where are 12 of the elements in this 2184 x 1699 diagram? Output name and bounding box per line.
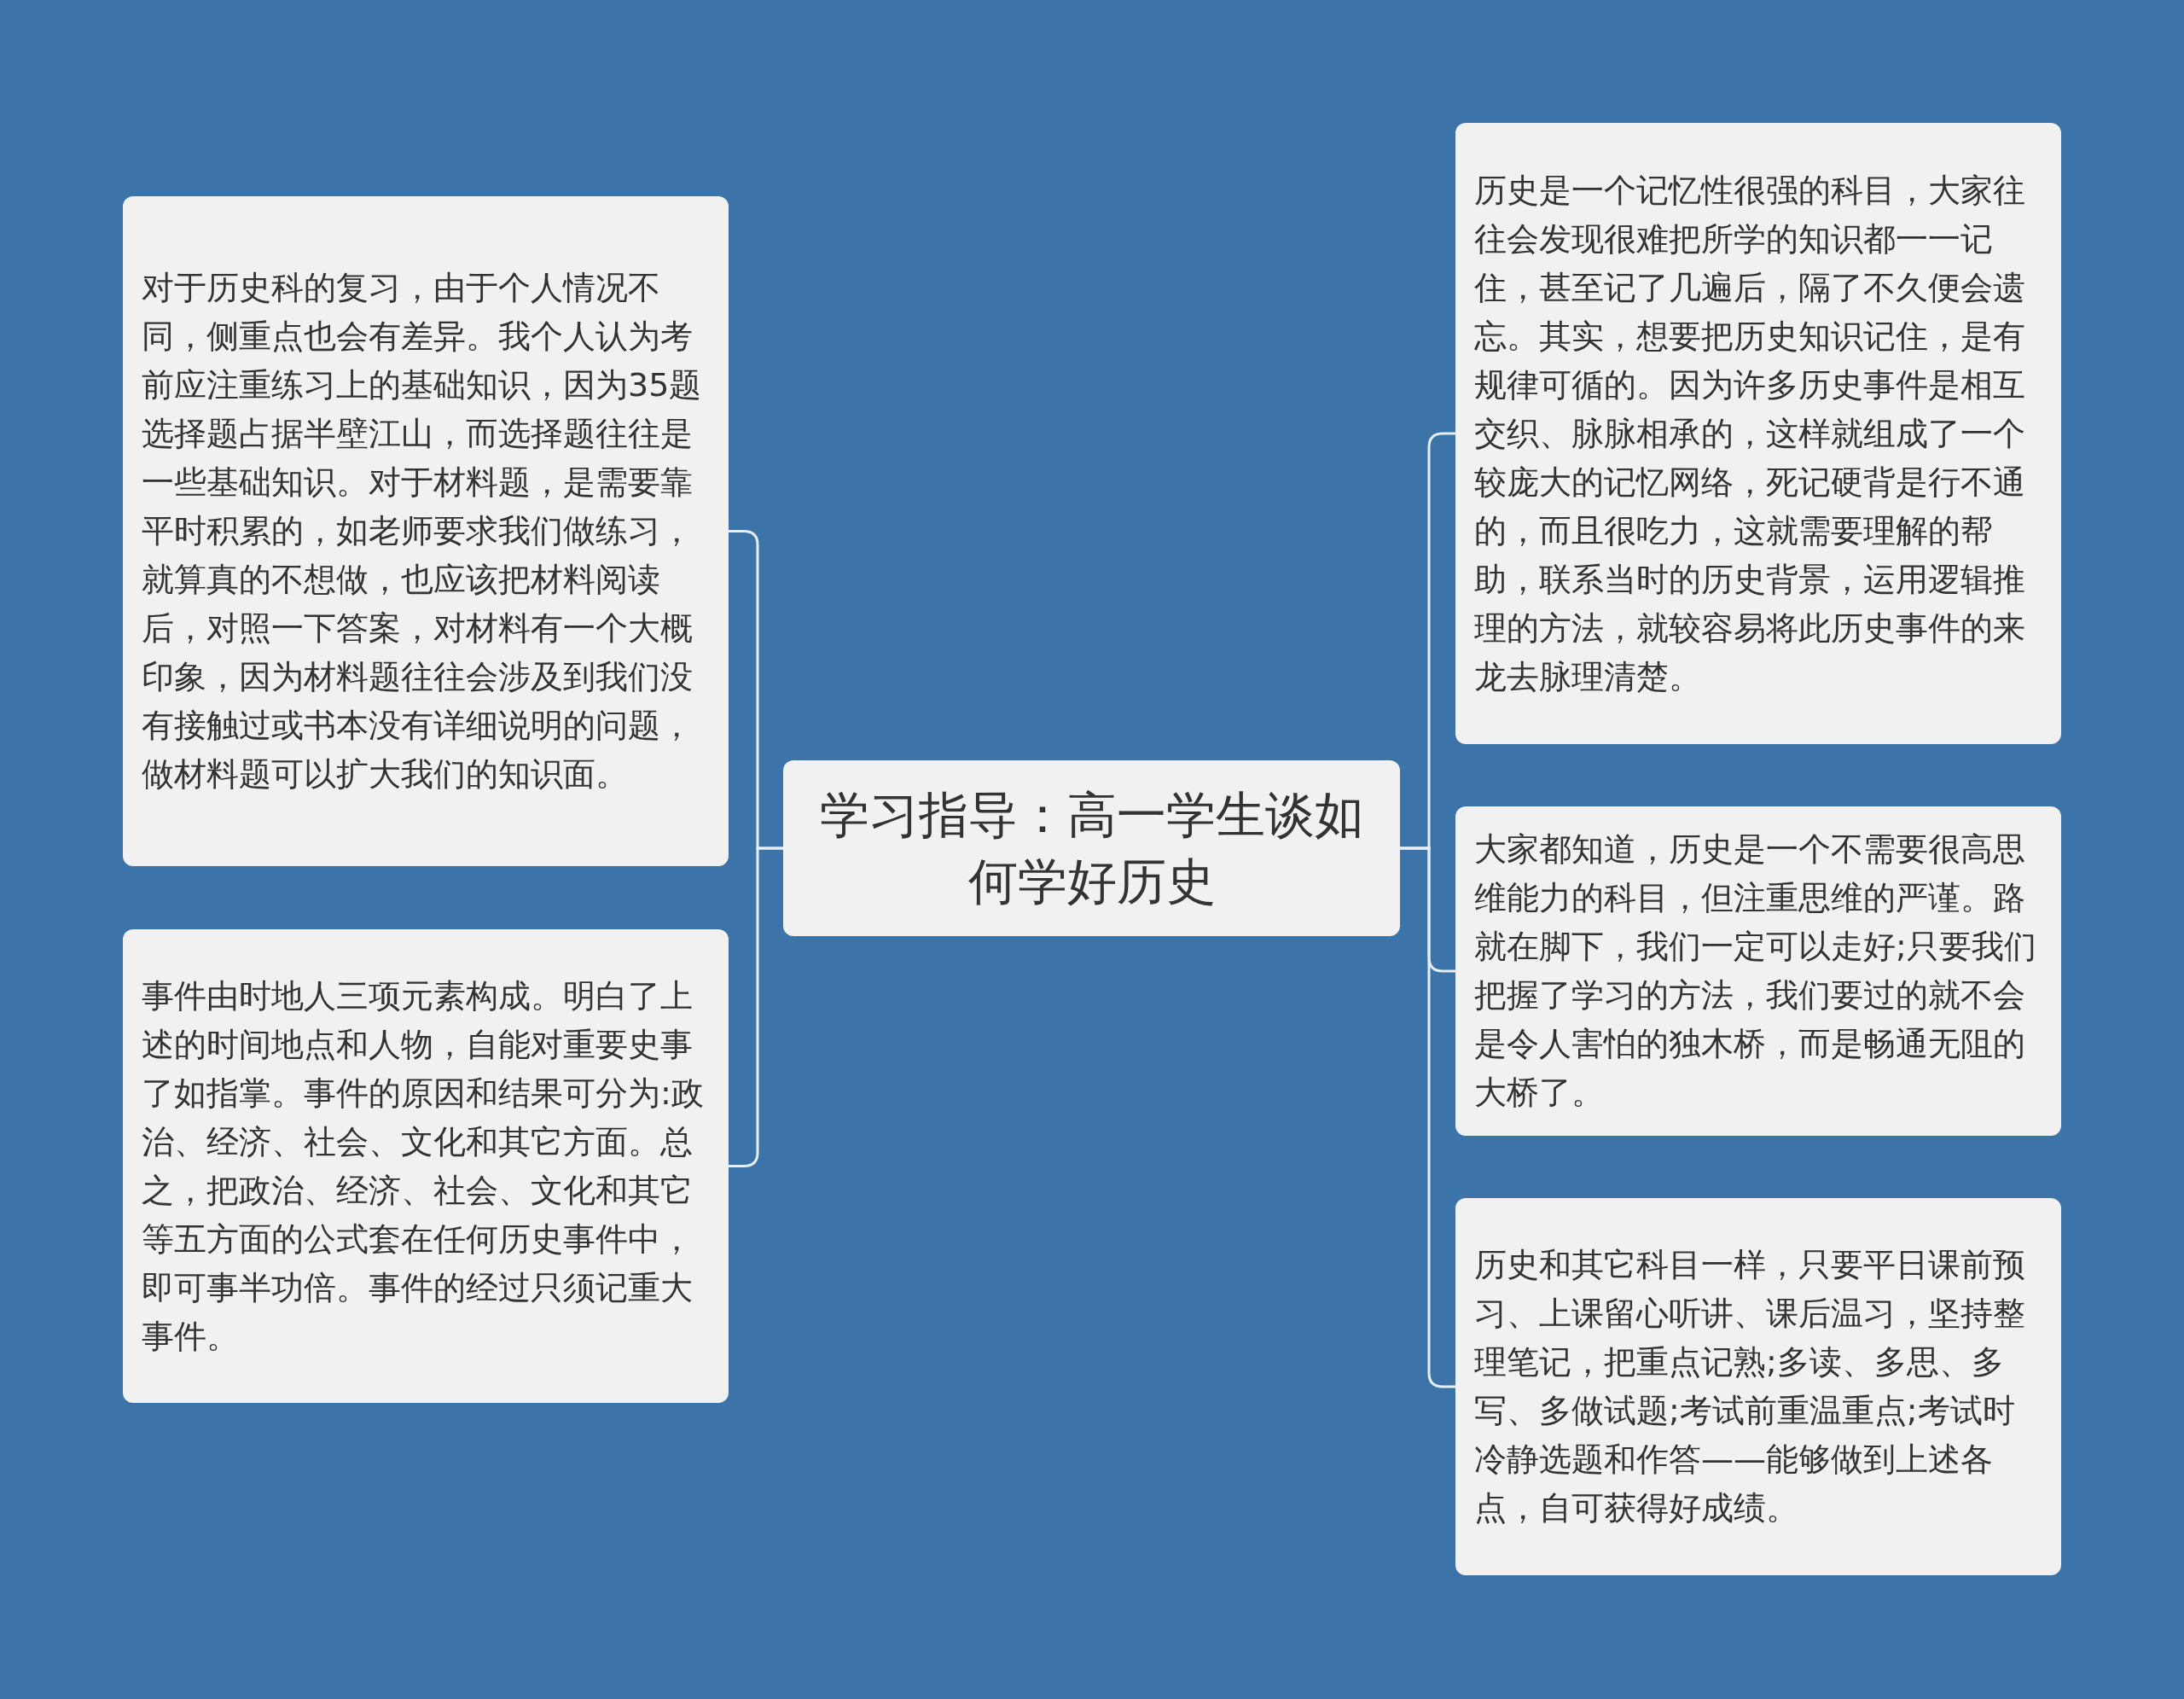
text-box bbox=[123, 929, 729, 1403]
text-box bbox=[1455, 123, 2061, 744]
paragraph: 大家都知道，历史是一个不需要很高思维能力的科目，但注重思维的严谨。路就在脚下，我们一定可以走好;只要我们把握了学习的方法，我们要过的就不会是令人害怕的独木桥，而是畅通无阻的大桥了。 bbox=[1474, 829, 2037, 1113]
paragraph: 历史是一个记忆性很强的科目，大家往往会发现很难把所学的知识都一一记住，甚至记了几遍后，隔了不久便会遗忘。其实，想要把历史知识记住，是有规律可循的。因为许多历史事件是相互交织、脉脉相承的，这样就组成了一个较庞大的记忆网络，死记硬背是行不通的，而且很吃力，这就需要理解的帮助，联系当时的历史背景，运用逻辑推理的方法，就较容易将此历史事件的来龙去脉理清楚。 bbox=[1474, 170, 2026, 697]
topic-text: 学习指导：高一学生谈如何学好历史 bbox=[818, 785, 1365, 912]
topic-box bbox=[783, 760, 1400, 936]
paragraph: 事件由时地人三项元素构成。明白了上述的时间地点和人物，自能对重要史事了如指掌。事件的原因和结果可分为:政治、经济、社会、文化和其它方面。总之，把政治、经济、社会、文化和其它等五方面的公式套在任何历史事件中，即可事半功倍。事件的经过只须记重大事件。 bbox=[142, 975, 705, 1357]
paragraph: 历史和其它科目一样，只要平日课前预习、上课留心听讲、课后温习，坚持整理笔记，把重点记熟;多读、多思、多写、多做试题;考试前重温重点;考试时冷静选题和作答——能够做到上述各点，自可获得好成绩。 bbox=[1474, 1245, 2026, 1528]
text-box bbox=[1455, 806, 2061, 1136]
text-box bbox=[1455, 1198, 2061, 1575]
paragraph: 对于历史科的复习，由于个人情况不同，侧重点也会有差异。我个人认为考前应注重练习上的基础知识，因为35题选择题占据半壁江山，而选择题往往是一些基础知识。对于材料题，是需要靠平时积累的，如老师要求我们做练习，就算真的不想做，也应该把材料阅读后，对照一下答案，对材料有一个大概印象，因为材料题往往会涉及到我们没有接触过或书本没有详细说明的问题，做材料题可以扩大我们的知识面。 bbox=[142, 268, 703, 794]
text-box bbox=[123, 196, 729, 866]
